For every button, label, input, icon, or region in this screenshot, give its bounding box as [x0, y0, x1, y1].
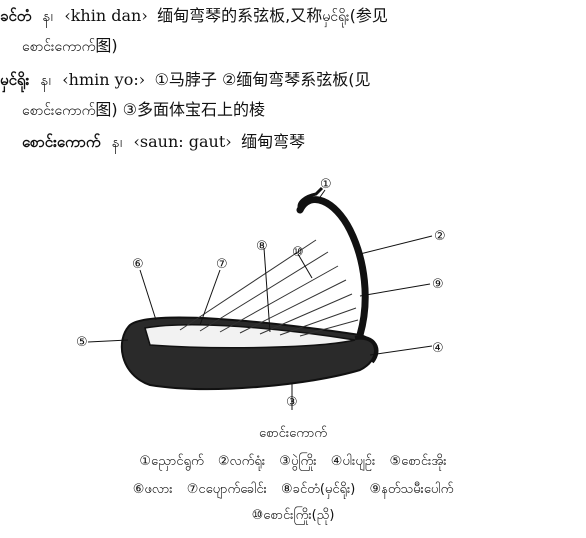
caption-item: ⑩စောင်းကြိုး(ညို) — [251, 508, 335, 523]
part-of-speech: န၊ — [111, 133, 123, 151]
harp-diagram: ① ② ③ ④ ⑤ ⑥ ⑦ ⑧ ⑨ ⑩ — [76, 177, 446, 410]
pronunciation: ‹saun: gaut› — [133, 132, 232, 151]
definition: 缅甸弯琴 — [241, 132, 306, 151]
callout-3: ③ — [286, 395, 298, 410]
entry-continuation: စောင်းကောက်图) ③多面体宝石上的棱 — [22, 98, 265, 123]
headword: မှင်ရိုး — [0, 71, 30, 89]
caption-item: ⑥ဖလား — [132, 482, 173, 497]
callout-9: ⑨ — [432, 277, 444, 292]
callout-1: ① — [320, 177, 332, 192]
callout-numbers: ① ② ③ ④ ⑤ ⑥ ⑦ ⑧ ⑨ ⑩ — [76, 177, 446, 410]
caption-item: ④ပါးပျဉ်း — [330, 454, 376, 469]
callout-4: ④ — [432, 341, 444, 356]
figure-caption-line-1: ①ညှောင်ရွက် ②လက်ရုံး ③ပွဲကြိုး ④ပါးပျဉ်း… — [0, 452, 586, 472]
pronunciation: ‹hmin yo:› — [62, 70, 146, 89]
caption-item: ⑧ခင်တံ(မှင်ရိုး) — [280, 482, 356, 497]
callout-6: ⑥ — [132, 257, 144, 272]
entry-continuation: စောင်းကောက်图) — [22, 34, 118, 59]
entry-saun-gaut: စောင်းကောက် န၊ ‹saun: gaut› 缅甸弯琴 — [22, 130, 305, 154]
figure-caption-title: စောင်းကောက် — [258, 426, 328, 441]
part-of-speech: န၊ — [40, 71, 51, 89]
entry-khin-dan: ခင်တံ န၊ ‹khin dan› 缅甸弯琴的系弦板,又称မှင်ရိုး(… — [0, 4, 388, 55]
pronunciation: ‹khin dan› — [64, 6, 148, 25]
figure-caption-line-3: ⑩စောင်းကြိုး(ညို) — [0, 506, 586, 526]
continuation-text: 图) ③多面体宝石上的棱 — [95, 100, 265, 119]
cross-reference: စောင်းကောက် — [22, 103, 96, 119]
caption-item: ③ပွဲကြိုး — [279, 454, 317, 469]
harp-neck — [296, 196, 369, 339]
harp-leaf-tip — [297, 186, 324, 211]
entry-hmin-yo: မှင်ရိုး န၊ ‹hmin yo:› ①马脖子 ②缅甸弯琴系弦板(见 စ… — [0, 68, 371, 119]
harp-strings — [179, 239, 359, 337]
harp-illustration — [120, 186, 379, 391]
figure-caption-line-2: ⑥ဖလား ⑦ငပျောက်ခေါင်း ⑧ခင်တံ(မှင်ရိုး) ⑨န… — [0, 480, 586, 500]
callout-8: ⑧ — [256, 239, 268, 254]
callout-2: ② — [434, 229, 446, 244]
definition: ①马脖子 ②缅甸弯琴系弦板(见 — [154, 70, 371, 89]
caption-item: ⑦ငပျောက်ခေါင်း — [186, 482, 267, 497]
caption-item: ⑨နတ်သမီးပေါက် — [369, 482, 454, 497]
caption-item: ②လက်ရုံး — [217, 454, 266, 469]
callout-lines — [87, 189, 433, 410]
definition: 缅甸弯琴的系弦板,又称 — [157, 6, 323, 25]
caption-item: ⑤စောင်းအိုး — [389, 454, 447, 469]
callout-10: ⑩ — [292, 245, 304, 260]
definition-tail: (参见 — [349, 6, 388, 25]
continuation-text: 图) — [95, 36, 118, 55]
callout-5: ⑤ — [76, 335, 88, 350]
cross-reference: စောင်းကောက် — [22, 39, 96, 55]
harp-ornament — [354, 335, 379, 364]
part-of-speech: န၊ — [42, 7, 53, 25]
caption-item: ①ညှောင်ရွက် — [139, 454, 204, 469]
callout-7: ⑦ — [216, 257, 228, 272]
definition-burmese: မှင်ရိုး — [322, 9, 350, 25]
headword: စောင်းကောက် — [22, 133, 101, 151]
headword: ခင်တံ — [0, 7, 32, 25]
